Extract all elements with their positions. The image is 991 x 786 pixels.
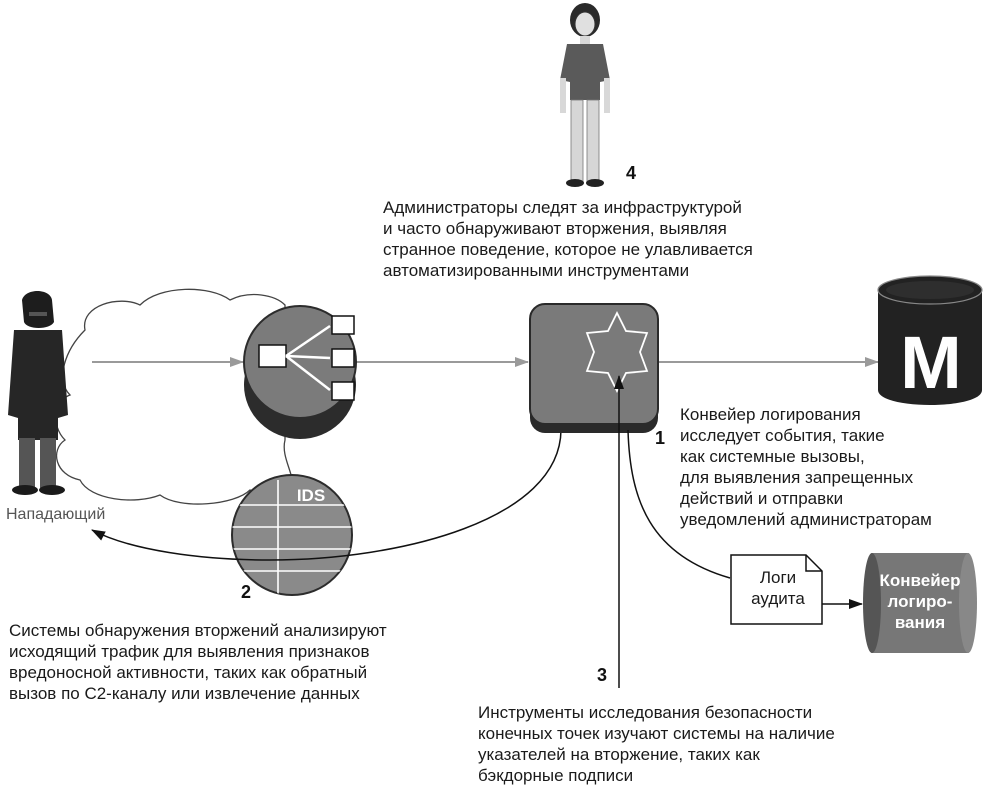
router-icon (243, 305, 357, 439)
database-icon: M (877, 275, 983, 405)
audit-logs-icon (730, 554, 823, 625)
central-node-icon (529, 303, 659, 433)
step-4-number: 4 (626, 163, 637, 183)
star-icon (585, 310, 649, 394)
attacker-icon (8, 291, 68, 495)
administrator-icon (560, 3, 610, 187)
ids-label: IDS (297, 486, 325, 505)
pipeline-label: Конвейер логиро- вания (879, 571, 961, 632)
ids-icon: IDS (231, 474, 353, 596)
audit-logs-label: Логи аудита (751, 568, 805, 608)
step-3-description: Инструменты исследования безопасности ко… (478, 703, 835, 785)
logging-pipeline-icon (863, 553, 977, 653)
step-1-description: Конвейер логирования исследует события, … (680, 405, 932, 529)
step-4-description: Администраторы следят за инфраструктурой… (383, 198, 753, 280)
database-label: M (900, 321, 962, 404)
step-2-number: 2 (241, 582, 252, 602)
c2-callback-arrow (91, 429, 562, 561)
step-1-number: 1 (655, 428, 666, 448)
step-2-description: Системы обнаружения вторжений анализирую… (9, 621, 387, 703)
step-3-number: 3 (597, 665, 608, 685)
attacker-label: Нападающий (6, 506, 106, 523)
node-to-logs-line (627, 429, 731, 579)
